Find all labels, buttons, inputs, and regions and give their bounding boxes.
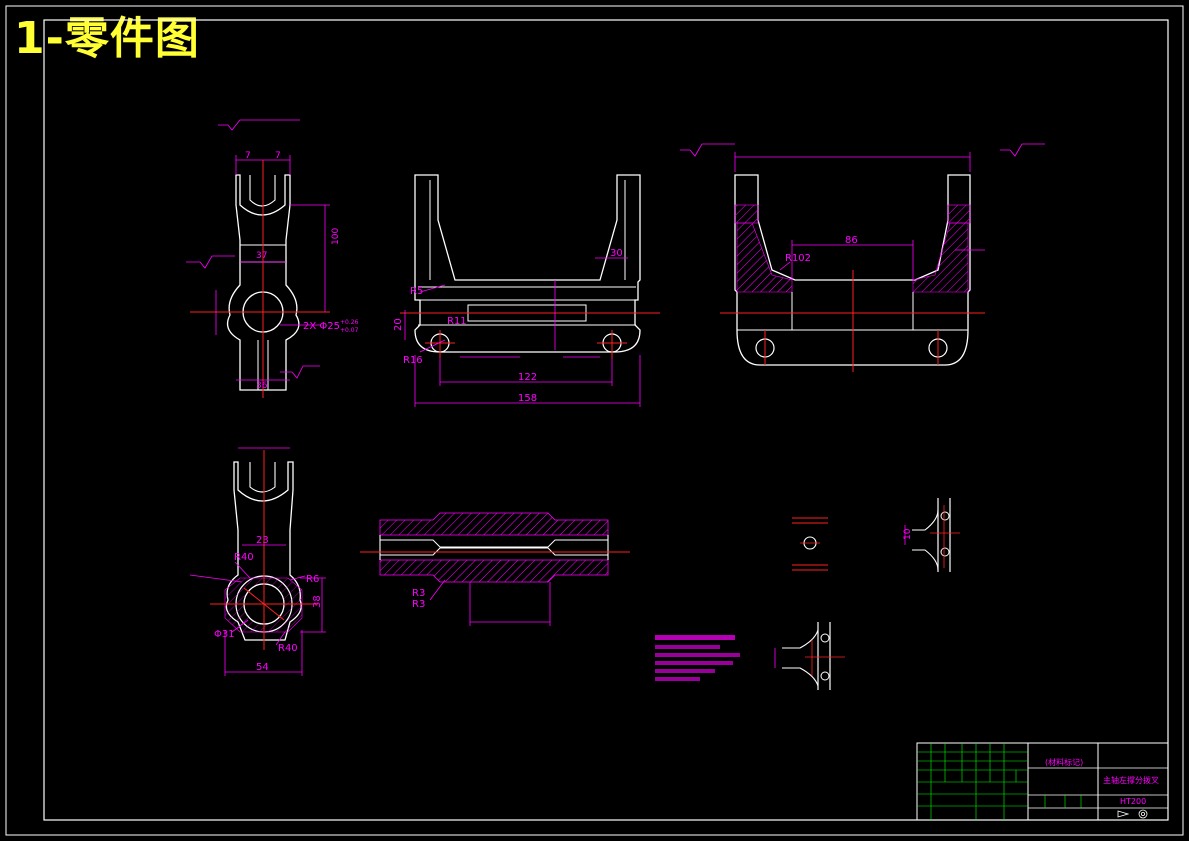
view4-bottom-view: 23 R40 R6 38 Φ31 R40 54 — [189, 447, 326, 676]
view1-dim-bore-upper: +0.26 — [340, 319, 359, 326]
view1-dim-bore-lower: +0.07 — [340, 327, 359, 334]
inner-frame — [43, 19, 1169, 821]
view1-side-view: 7 7 100 37 2X Φ25 +0.26 +0.07 36 — [186, 119, 359, 398]
view2-dim-20: 20 — [393, 318, 404, 331]
detail-b-view — [774, 622, 845, 690]
view4-dim-r40: R40 — [234, 552, 254, 563]
view1-dim-36: 36 — [256, 381, 268, 391]
view1-dim-7-left: 7 — [245, 151, 251, 161]
view3-dim-86: 86 — [845, 235, 858, 246]
page-title: 1-零件图 — [14, 13, 200, 64]
view3-section-view: 86 R102 — [680, 143, 1045, 372]
technical-notes — [655, 635, 740, 681]
view2-dim-r11: R11 — [447, 316, 467, 327]
view4-dim-23: 23 — [256, 535, 269, 546]
detail-a-view: 10 — [903, 498, 960, 572]
view1-dim-7-right: 7 — [275, 151, 281, 161]
view2-dim-122: 122 — [518, 372, 537, 383]
view4-dim-r6: R6 — [306, 574, 319, 585]
title-block: (材料标记) 主轴左撑分拨叉 HT200 — [916, 742, 1169, 821]
detail-pin-view — [792, 517, 828, 571]
view2-dim-158: 158 — [518, 393, 537, 404]
view2-dim-r16: R16 — [403, 355, 423, 366]
view5-dim-r3-a: R3 — [412, 588, 425, 599]
view4-dim-54: 54 — [256, 662, 269, 673]
view5-shaft-section: R3 R3 — [360, 512, 630, 626]
view1-dim-37: 37 — [256, 251, 267, 261]
view3-dim-r102: R102 — [785, 253, 811, 264]
view4-dim-phi31: Φ31 — [214, 629, 235, 640]
view2-dim-30: 30 — [610, 248, 623, 259]
view4-dim-38: 38 — [312, 595, 323, 608]
view1-dim-100: 100 — [331, 228, 341, 245]
view1-dim-bore: 2X Φ25 — [303, 321, 340, 332]
view5-dim-r3-b: R3 — [412, 599, 425, 610]
view2-dim-r5: R5 — [410, 286, 423, 297]
view2-front-view: R5 R11 R16 20 30 122 158 — [393, 174, 660, 407]
outer-frame — [5, 5, 1184, 836]
view4-dim-r40b: R40 — [278, 643, 298, 654]
title-block-part-name: 主轴左撑分拨叉 — [1103, 775, 1159, 785]
detail-a-dim: 10 — [903, 528, 913, 540]
title-block-material: HT200 — [1120, 797, 1146, 806]
title-block-material-mark: (材料标记) — [1045, 757, 1083, 767]
